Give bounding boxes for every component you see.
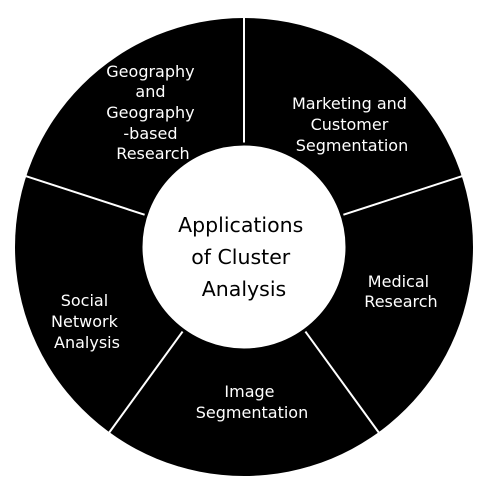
segment-label-marketing: Marketing and Customer Segmentation (292, 94, 412, 155)
segment-label-medical: Medical Research (364, 272, 437, 311)
segment-label-geography: Geography and Geography -based Research (106, 62, 199, 163)
segment-divider (24, 174, 147, 217)
center-title: Applications of Cluster Analysis (178, 213, 310, 301)
segment-label-image: Image Segmentation (196, 382, 308, 422)
segment-divider (303, 329, 381, 434)
center-disc (139, 142, 349, 352)
segment-label-social: Social Network Analysis (51, 291, 123, 352)
segment-divider (341, 174, 464, 217)
segment-dividers (24, 17, 464, 434)
segment-divider (107, 329, 185, 434)
